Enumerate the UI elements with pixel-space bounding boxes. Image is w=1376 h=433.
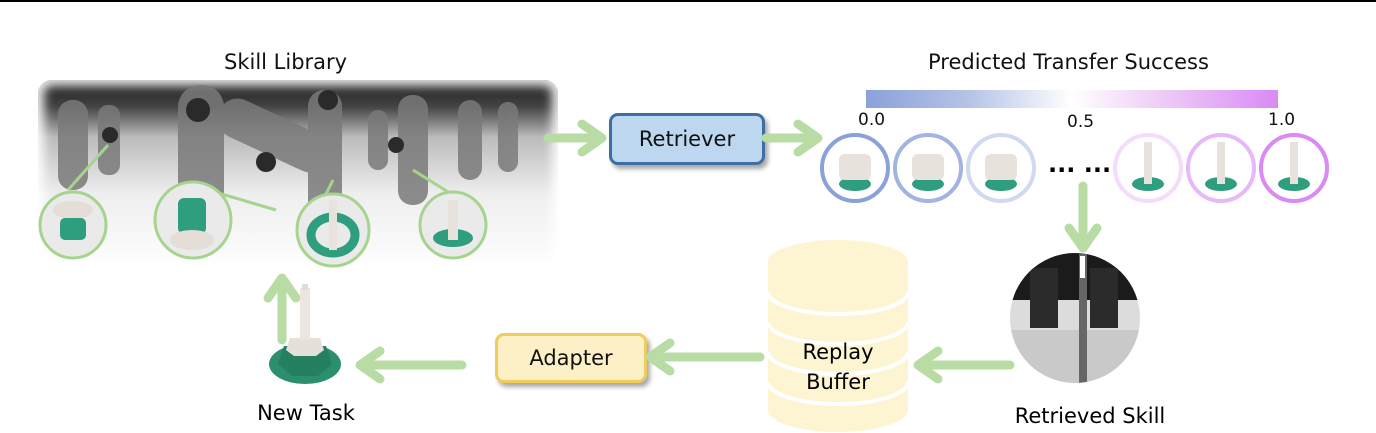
adapter-label: Adapter [529,346,613,370]
candidate-object-base [1132,177,1164,191]
candidate-box-housing [820,133,890,203]
candidate-object-base [1278,177,1310,191]
candidate-disk-with-cylinder [893,133,963,203]
candidate-object-part [985,154,1017,180]
robot-joint [102,127,118,143]
new-task-object [269,284,341,384]
candidate-circle [893,133,963,203]
skill-library-title: Skill Library [224,50,348,74]
replay-buffer-label-1: Replay [802,340,873,364]
robot-joint [256,152,276,172]
candidate-object-base [912,177,944,191]
robot-arms-illustration [38,85,518,268]
retrieved-skill-label: Retrieved Skill [1015,404,1166,428]
candidate-t-base-peg [1186,133,1256,203]
candidate-circle [1186,133,1256,203]
candidate-circle [820,133,890,203]
retrieved-skill-image [1010,253,1140,383]
replay-buffer-cylinder [766,240,910,432]
retriever-label: Retriever [638,127,736,151]
skill-library-scene [38,80,558,270]
arrow-buffer-to-adapter [645,338,765,376]
replay-buffer-label-2: Buffer [806,370,870,394]
arrow-new-task-to-library [263,273,301,345]
candidate-object-part [1144,142,1152,184]
candidate-round-base-peg [1259,133,1329,203]
candidate-circle [1259,133,1329,203]
colorbar-tick-0-5: 0.5 [1067,112,1095,132]
candidate-slotted-bracket [966,133,1036,203]
candidate-object-part [839,154,871,180]
candidate-circle [1113,133,1183,203]
arrow-adapter-to-new-task [355,346,467,384]
candidate-object-base [839,177,871,191]
adapter-box: Adapter [495,333,647,383]
candidate-object-base [985,177,1017,191]
robot-arm [458,100,482,180]
candidate-circle [966,133,1036,203]
robot-arm [368,110,388,170]
candidate-object-base [1205,177,1237,191]
new-task-label: New Task [257,401,356,425]
robot-joint [388,137,404,153]
candidate-object-part [1217,142,1225,184]
candidate-object-part [912,154,944,180]
top-rule [0,0,1376,2]
robot-arm [398,95,428,205]
candidate-gear-with-peg [1113,133,1183,203]
robot-arm [308,90,342,220]
robot-joint [318,90,338,110]
robot-arm [58,100,88,190]
transfer-success-title: Predicted Transfer Success [928,50,1209,74]
candidate-ellipsis: ... ... [1048,150,1111,178]
robot-arm [498,102,518,172]
colorbar-tick-1: 1.0 [1268,110,1296,130]
robot-joint [186,98,210,122]
transfer-success-colorbar [866,90,1278,108]
arrow-retriever-to-candidates [761,119,823,157]
colorbar-tick-0: 0.0 [858,110,886,130]
arrow-candidates-to-retrieved-skill [1064,181,1102,253]
robot-arm [217,98,331,173]
arrow-retrieved-to-replay-buffer [913,346,1015,384]
retriever-box: Retriever [609,113,765,165]
candidate-object-part [1290,142,1298,184]
